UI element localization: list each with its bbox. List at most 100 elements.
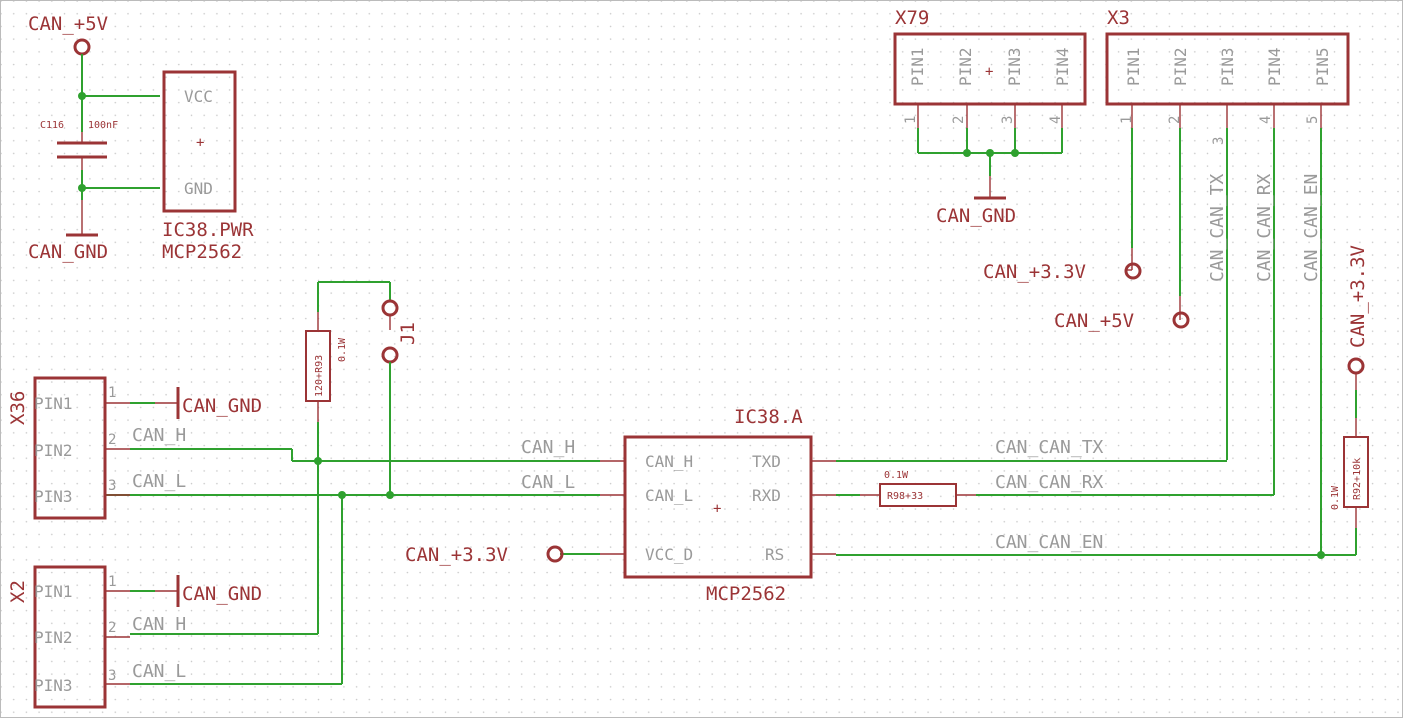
x79-pin1: PIN1 (908, 47, 927, 86)
x3-pin3: PIN3 (1218, 47, 1237, 86)
capacitor-ref: C116 (40, 120, 64, 131)
ic-vcc-supply-label: CAN_+3.3V (405, 544, 508, 566)
x2-num2: 2 (108, 620, 116, 636)
x2-ref: X2 (7, 580, 29, 603)
r93-ref: 120+R93 (314, 355, 325, 397)
x3-net-en: CAN_CAN_EN (1301, 174, 1322, 282)
x3-num5: 5 (1305, 116, 1321, 124)
ic-a-body (623, 435, 813, 579)
x3-pin2-supply-label: CAN_+5V (1054, 310, 1134, 332)
r98-power: 0.1W (884, 470, 909, 481)
x36-body (33, 376, 107, 520)
x3-num3: 3 (1211, 137, 1227, 145)
x3-net-rx: CAN_CAN_RX (1254, 173, 1275, 282)
junction-dot (1011, 149, 1019, 157)
ic-a-pin-vccd: VCC_D (645, 545, 693, 564)
power-ic-ref: IC38.PWR (162, 219, 254, 241)
x36-gnd-label: CAN_GND (182, 395, 262, 417)
junction-dot (78, 92, 86, 100)
x3-pin1-supply-label: CAN_+3.3V (983, 261, 1086, 283)
ic-a-pin-rs: RS (765, 545, 784, 564)
connector-x36[interactable]: X36 PIN1 PIN2 PIN3 1 2 3 CAN_H CAN_L (7, 376, 186, 520)
x36-ref: X36 (7, 391, 29, 425)
x79-num1: 1 (903, 116, 919, 124)
x36-pin2: PIN2 (34, 441, 73, 460)
junction-dot (386, 491, 394, 499)
supply-3v3-symbol[interactable] (546, 545, 564, 563)
power-pin-vcc: VCC (184, 87, 213, 106)
power-section: CAN_+5V C116 100nF CAN_GND VCC GND + IC3… (28, 13, 254, 263)
x3-pin4: PIN4 (1265, 47, 1284, 86)
x79-num2: 2 (951, 116, 967, 124)
x3-net-tx: CAN_CAN_TX (1207, 173, 1228, 282)
power-ic-ic38-pwr[interactable]: VCC GND + IC38.PWR MCP2562 (162, 70, 254, 263)
jumper-j1[interactable]: J1 (381, 299, 419, 364)
supply-5v-symbol[interactable] (1172, 311, 1190, 329)
r92-ref: R92+10k (1352, 458, 1363, 500)
x79-num3: 3 (1000, 116, 1016, 124)
r92-power: 0.1W (1330, 485, 1341, 510)
junction-dot (963, 149, 971, 157)
origin-cross-icon: + (196, 135, 204, 151)
x79-body (893, 32, 1087, 106)
x2-num1: 1 (108, 574, 116, 590)
ic-a-net-tx: CAN_CAN_TX (995, 437, 1104, 458)
x79-ref: X79 (895, 7, 929, 29)
x2-pin2: PIN2 (34, 628, 73, 647)
x2-net-canh: CAN_H (132, 614, 186, 635)
j1-ref: J1 (397, 322, 419, 345)
x79-pin4: PIN4 (1053, 47, 1072, 86)
ic-a-value: MCP2562 (706, 583, 786, 605)
x3-pin1: PIN1 (1124, 47, 1143, 86)
ic-a-net-en: CAN_CAN_EN (995, 532, 1103, 553)
power-ic-body (162, 70, 237, 213)
ic-a-pin-txd: TXD (752, 452, 781, 471)
r93-power: 0.1W (337, 337, 348, 362)
r98-ref: R98+33 (887, 491, 923, 502)
x36-pin3: PIN3 (34, 487, 73, 506)
junction-dot (1317, 551, 1325, 559)
x36-pin1: PIN1 (34, 394, 73, 413)
connector-x79[interactable]: X79 PIN1 PIN2 PIN3 PIN4 + 1 2 3 4 (893, 7, 1087, 124)
ic-a-net-canl: CAN_L (521, 472, 575, 493)
ic-a-ref: IC38.A (734, 406, 803, 428)
ic-a-pin-canh: CAN_H (645, 452, 693, 471)
rs-pullup-supply-label: CAN_+3.3V (1347, 245, 1369, 348)
ic-a-pin-rxd: RXD (752, 486, 781, 505)
power-ic-value: MCP2562 (162, 241, 242, 263)
x3-pin5: PIN5 (1313, 47, 1332, 86)
supply-3v3-symbol[interactable] (1124, 262, 1142, 280)
x2-net-canl: CAN_L (132, 661, 186, 682)
ic-a-net-canh: CAN_H (521, 437, 575, 458)
junction-dot (986, 149, 994, 157)
x3-ref: X3 (1107, 7, 1130, 29)
power-pin-gnd: GND (184, 179, 213, 198)
x36-num2: 2 (108, 432, 116, 448)
capacitor-value: 100nF (88, 120, 118, 131)
x2-pin1: PIN1 (34, 582, 73, 601)
capacitor-c116[interactable]: C116 100nF (40, 120, 118, 170)
ic-a-pin-canl: CAN_L (645, 486, 693, 505)
x79-pin2: PIN2 (956, 47, 975, 86)
junction-dot (314, 457, 322, 465)
origin-cross-icon: + (985, 64, 993, 80)
origin-cross-icon: + (713, 501, 721, 517)
x79-pin3: PIN3 (1005, 47, 1024, 86)
ic-a-net-rx: CAN_CAN_RX (995, 472, 1104, 493)
x2-gnd-label: CAN_GND (182, 583, 262, 605)
supply-label-5v: CAN_+5V (28, 13, 108, 35)
x36-num1: 1 (108, 385, 116, 401)
x36-net-canh: CAN_H (132, 425, 186, 446)
x2-num3: 3 (108, 668, 116, 684)
transceiver-ic38-a[interactable]: IC38.A CAN_H CAN_L VCC_D TXD RXD RS + MC… (623, 406, 813, 605)
x36-net-canl: CAN_L (132, 471, 186, 492)
x2-pin3: PIN3 (34, 676, 73, 695)
x3-num4: 4 (1258, 116, 1274, 124)
x79-gnd-label: CAN_GND (936, 205, 1016, 227)
x3-pin2: PIN2 (1171, 47, 1190, 86)
x79-num4: 4 (1048, 116, 1064, 124)
supply-label-gnd: CAN_GND (28, 241, 108, 263)
